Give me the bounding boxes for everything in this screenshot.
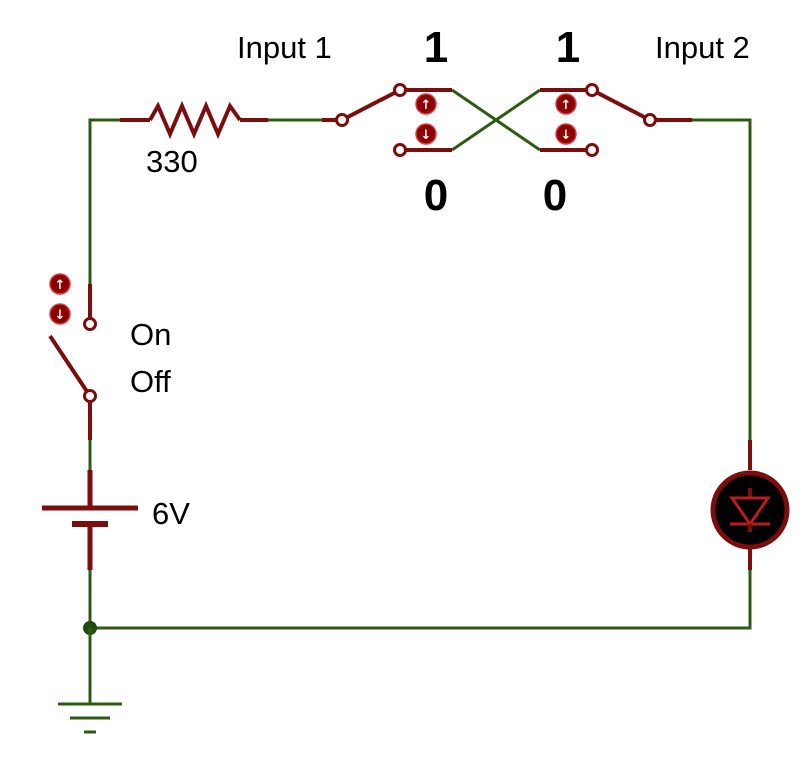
power-off-button[interactable]: ↓ bbox=[49, 303, 71, 325]
power-up-arrow-icon: ↑ bbox=[55, 278, 66, 293]
wire-cross-lower bbox=[451, 88, 541, 152]
input1-switch[interactable]: ↑ ↓ bbox=[322, 83, 452, 157]
resistor-icon bbox=[120, 100, 268, 140]
wire-right bbox=[692, 118, 752, 440]
battery-icon bbox=[42, 470, 138, 570]
power-contact-top bbox=[83, 317, 97, 331]
input2-switch[interactable]: ↑ ↓ bbox=[540, 83, 692, 157]
wire-left-top bbox=[88, 118, 120, 284]
resistor-value-label: 330 bbox=[146, 144, 198, 179]
input1-label: Input 1 bbox=[237, 30, 332, 65]
input2-pivot bbox=[643, 113, 657, 127]
power-switch[interactable]: ↑ ↓ bbox=[48, 273, 97, 440]
input2-up-button[interactable]: ↑ bbox=[555, 93, 577, 115]
battery-voltage-label: 6V bbox=[152, 496, 190, 531]
power-switch-blade bbox=[48, 334, 92, 398]
input1-contact-up bbox=[393, 83, 407, 97]
input1-up-button[interactable]: ↑ bbox=[415, 93, 437, 115]
power-down-arrow-icon: ↓ bbox=[55, 308, 66, 323]
power-off-label: Off bbox=[130, 364, 171, 399]
power-on-button[interactable]: ↑ bbox=[49, 273, 71, 295]
input2-contact-down bbox=[585, 143, 599, 157]
wires bbox=[88, 88, 752, 630]
input2-down-arrow-icon: ↓ bbox=[561, 128, 572, 143]
ground-icon bbox=[58, 628, 122, 734]
input2-contact-up bbox=[585, 83, 599, 97]
led-icon bbox=[710, 440, 790, 570]
input1-state-down-label: 0 bbox=[424, 171, 448, 220]
input1-blade bbox=[341, 88, 401, 122]
input1-down-button[interactable]: ↓ bbox=[415, 123, 437, 145]
input1-up-arrow-icon: ↑ bbox=[421, 98, 432, 113]
power-contact-bottom bbox=[83, 389, 97, 403]
input2-label: Input 2 bbox=[655, 30, 750, 65]
input2-state-up-label: 1 bbox=[556, 23, 580, 72]
input2-down-button[interactable]: ↓ bbox=[555, 123, 577, 145]
input2-up-arrow-icon: ↑ bbox=[561, 98, 572, 113]
input1-state-up-label: 1 bbox=[424, 23, 448, 72]
input1-pivot bbox=[335, 113, 349, 127]
input1-down-arrow-icon: ↓ bbox=[421, 128, 432, 143]
input2-blade bbox=[591, 88, 651, 122]
input1-contact-down bbox=[393, 143, 407, 157]
power-on-label: On bbox=[130, 317, 171, 352]
input2-state-down-label: 0 bbox=[543, 171, 567, 220]
wire-bottom bbox=[90, 570, 752, 630]
